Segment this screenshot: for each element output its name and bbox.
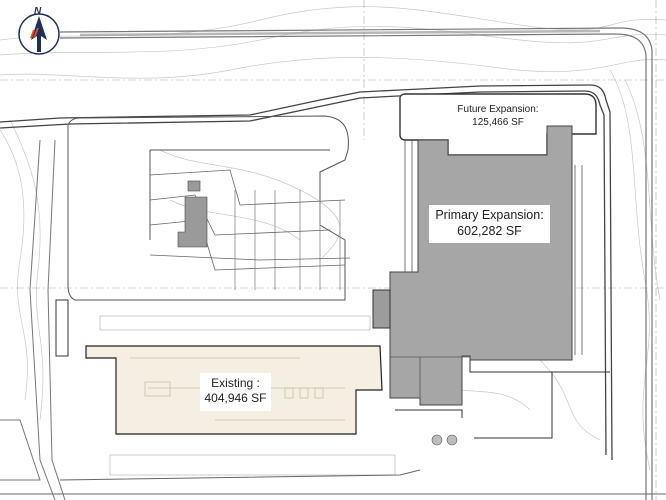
south-road bbox=[0, 469, 666, 495]
existing-building-label: Existing : 404,946 SF bbox=[200, 373, 271, 411]
top-road-hatch bbox=[79, 29, 601, 37]
west-road bbox=[0, 139, 66, 500]
primary-expansion-area: 602,282 SF bbox=[457, 223, 522, 238]
south-truck-stalls bbox=[109, 454, 396, 476]
west-annex bbox=[372, 289, 391, 329]
future-expansion-area: 125,466 SF bbox=[472, 116, 524, 128]
left-lot bbox=[67, 115, 349, 301]
lot-stalls bbox=[234, 190, 341, 290]
lot-building bbox=[177, 180, 208, 248]
southeast-lot bbox=[395, 360, 610, 439]
north-arrow-icon: N bbox=[18, 6, 60, 55]
existing-building-name: Existing : bbox=[211, 376, 260, 390]
svg-text:N: N bbox=[34, 6, 42, 17]
primary-expansion-building bbox=[389, 125, 573, 406]
access-road bbox=[0, 84, 613, 461]
future-expansion-name: Future Expansion: bbox=[457, 104, 539, 115]
ponds bbox=[431, 434, 458, 446]
top-road bbox=[59, 27, 653, 500]
future-expansion-label: Future Expansion: 125,466 SF bbox=[438, 104, 558, 129]
primary-expansion-label: Primary Expansion: 602,282 SF bbox=[429, 205, 550, 243]
primary-expansion-name: Primary Expansion: bbox=[435, 208, 544, 222]
west-gatehouse bbox=[55, 299, 69, 357]
south-parking-row bbox=[99, 315, 371, 331]
primary-dock-lines bbox=[390, 140, 583, 398]
existing-building-area: 404,946 SF bbox=[204, 391, 267, 405]
